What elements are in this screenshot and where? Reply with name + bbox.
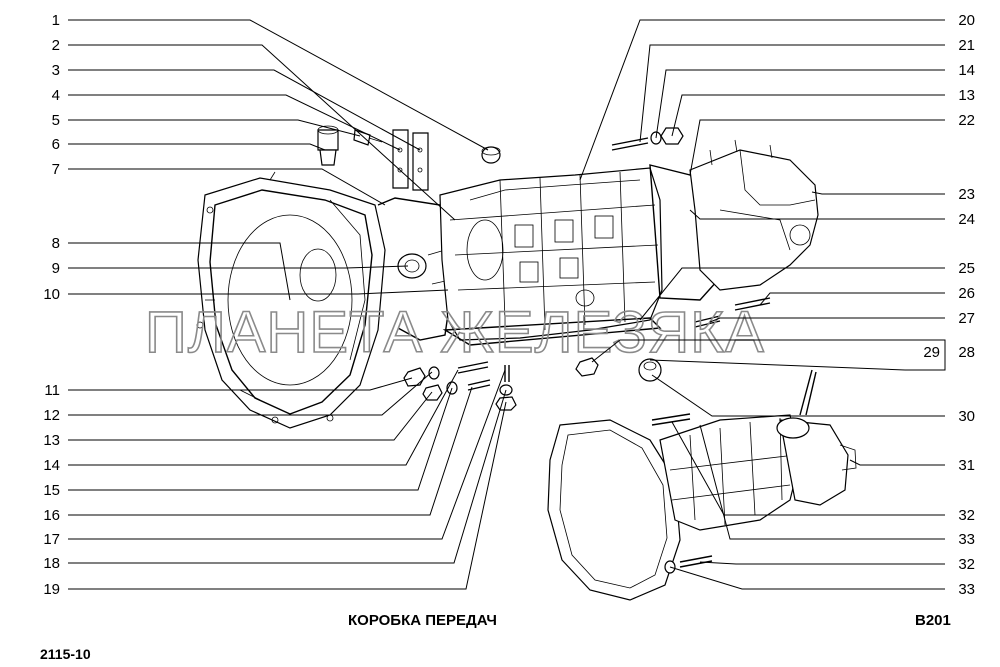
diagram-caption: КОРОБКА ПЕРЕДАЧ — [348, 612, 497, 629]
callout-label-left-14: 14 — [43, 457, 60, 474]
nuts-middle-part — [575, 357, 662, 382]
callout-label-left-13: 13 — [43, 432, 60, 449]
leader-line-left-10 — [68, 289, 449, 295]
leader-line-left-14 — [68, 369, 459, 466]
callout-label-left-1: 1 — [52, 12, 60, 29]
watermark-text: ПЛАНЕТА ЖЕЛЕЗЯКА — [145, 300, 765, 365]
leader-line-right-2 — [639, 44, 945, 143]
callout-label-left-15: 15 — [43, 482, 60, 499]
right-callout-labels: 20 21 14 13 22 23 24 25 26 27 29 28 30 31 32 33 32 33 — [923, 12, 975, 598]
leader-line-left-3 — [68, 69, 421, 151]
leader-line-left-17 — [68, 369, 506, 540]
rear-housing-part — [689, 139, 819, 291]
callout-label-left-4: 4 — [52, 87, 60, 104]
leader-line-right-8 — [639, 267, 945, 321]
model-code: 2115-10 — [40, 646, 91, 662]
leader-line-left-8 — [68, 242, 291, 301]
leader-line-left-13 — [68, 391, 433, 441]
gearbox-case-part — [439, 167, 663, 341]
callout-label-right-5: 22 — [958, 112, 975, 129]
callout-label-right-2: 21 — [958, 37, 975, 54]
leader-line-right-18 — [669, 566, 945, 590]
callout-label-left-9: 9 — [52, 260, 60, 277]
page-code: B201 — [915, 612, 951, 629]
callout-label-right-4: 13 — [958, 87, 975, 104]
leader-line-29 — [591, 339, 905, 363]
bracket-plates-part — [392, 129, 429, 191]
callout-label-right-13: 30 — [958, 408, 975, 425]
callout-label-right-17: 32 — [958, 556, 975, 573]
callout-label-left-7: 7 — [52, 161, 60, 178]
callout-label-left-6: 6 — [52, 136, 60, 153]
callout-label-left-10: 10 — [43, 286, 60, 303]
callout-label-right-11: 29 — [923, 344, 940, 361]
gearbox-parts-drawing: ПЛАНЕТА ЖЕЛЕЗЯКА — [144, 125, 857, 601]
plug-part — [481, 146, 501, 164]
callout-label-right-8: 25 — [958, 260, 975, 277]
leader-line-right-4 — [671, 94, 945, 137]
leader-line-right-14 — [849, 459, 945, 466]
leader-line-right-17 — [699, 561, 945, 565]
callout-label-right-15: 32 — [958, 507, 975, 524]
studs-and-nuts-part — [611, 127, 684, 151]
callout-label-left-3: 3 — [52, 62, 60, 79]
leader-line-28 — [649, 359, 906, 371]
leader-line-left-1 — [68, 19, 489, 151]
leader-line-right-5 — [689, 119, 945, 176]
callout-label-left-18: 18 — [43, 555, 60, 572]
leader-line-left-2 — [68, 44, 456, 221]
callout-label-right-6: 23 — [958, 186, 975, 203]
leader-line-right-6 — [811, 191, 945, 195]
leader-line-right-3 — [655, 69, 945, 139]
leader-line-left-15 — [68, 387, 453, 491]
leader-line-left-18 — [68, 389, 507, 564]
bottom-gasket-part — [442, 317, 662, 346]
callout-label-right-3: 14 — [958, 62, 975, 79]
callout-label-right-14: 31 — [958, 457, 975, 474]
callout-label-left-5: 5 — [52, 112, 60, 129]
bracket-28-29 — [905, 339, 946, 371]
breather-part — [317, 125, 339, 166]
leader-line-left-12 — [68, 371, 433, 416]
leader-line-left-5 — [68, 119, 361, 137]
leader-line-left-7 — [68, 168, 386, 206]
callout-label-left-12: 12 — [43, 407, 60, 424]
leader-line-left-11 — [68, 377, 413, 391]
callout-label-right-12: 28 — [958, 344, 975, 361]
callout-label-left-11: 11 — [44, 382, 60, 399]
leader-line-right-7 — [689, 209, 945, 220]
leader-line-right-10 — [709, 317, 945, 323]
leader-line-right-16 — [699, 424, 945, 540]
leader-line-left-19 — [68, 401, 507, 590]
assembled-gearbox-part — [547, 369, 857, 601]
callout-label-right-9: 26 — [958, 285, 975, 302]
callout-label-left-17: 17 — [43, 531, 60, 548]
leader-line-left-6 — [68, 143, 326, 151]
callout-label-right-7: 24 — [958, 211, 975, 228]
leader-line-right-9 — [759, 292, 945, 306]
callout-label-right-18: 33 — [958, 581, 975, 598]
leader-line-left-16 — [68, 386, 473, 516]
leader-line-right-13 — [651, 374, 945, 417]
leader-line-left-4 — [68, 94, 401, 151]
callout-label-right-16: 33 — [958, 531, 975, 548]
callout-label-right-10: 27 — [958, 310, 975, 327]
leader-line-left-9 — [68, 265, 409, 269]
leader-line-right-1 — [579, 19, 945, 181]
callout-label-left-16: 16 — [43, 507, 60, 524]
callout-label-left-2: 2 — [52, 37, 60, 54]
callout-label-right-1: 20 — [958, 12, 975, 29]
callout-label-left-19: 19 — [43, 581, 60, 598]
callout-leader-lines — [68, 19, 945, 590]
callout-label-left-8: 8 — [52, 235, 60, 252]
studs-middle-part — [694, 297, 771, 328]
